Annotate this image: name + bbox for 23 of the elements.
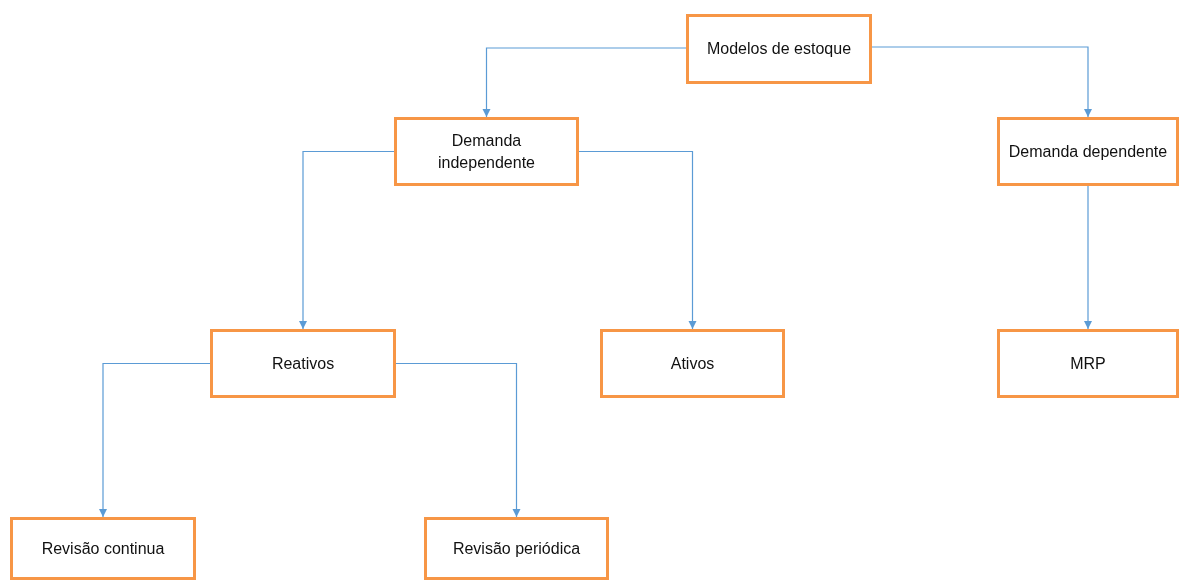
- process-box: [600, 329, 785, 398]
- process-box: [394, 117, 579, 186]
- process-box: [686, 14, 872, 84]
- node-label: Demanda dependente: [1008, 141, 1168, 162]
- node-label: Ativos: [670, 353, 715, 374]
- node-label: Reativos: [271, 353, 335, 374]
- node-label: Modelos de estoque: [706, 39, 852, 60]
- node-label: MRP: [1070, 353, 1106, 374]
- node-label: Revisão periódica: [452, 538, 581, 559]
- process-box: [210, 329, 396, 398]
- arrow: [482, 47, 687, 118]
- arrow: [395, 362, 521, 518]
- process-box: [424, 517, 609, 580]
- process-box: [997, 117, 1179, 186]
- arrow: [98, 362, 211, 518]
- node-label: Demanda independente: [437, 130, 536, 173]
- process-box: [997, 329, 1179, 398]
- arrow: [1083, 185, 1093, 330]
- process-box: [10, 517, 196, 580]
- node-label: Revisão continua: [41, 538, 165, 559]
- arrow: [298, 150, 395, 330]
- arrow: [871, 46, 1093, 118]
- arrow: [578, 150, 697, 330]
